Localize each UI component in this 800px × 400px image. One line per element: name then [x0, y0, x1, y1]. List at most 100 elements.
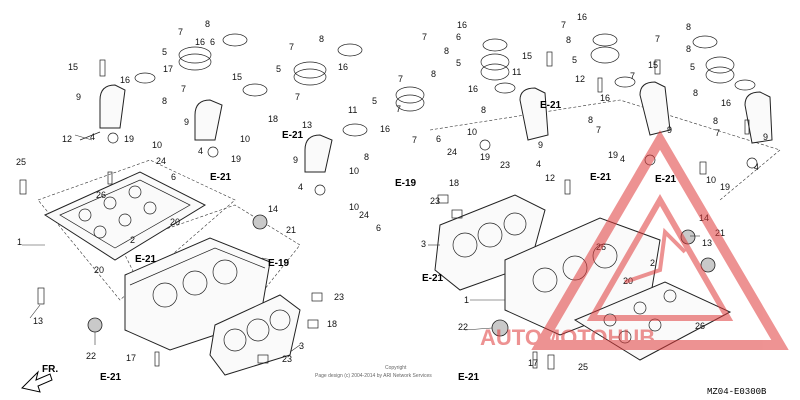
svg-text:16: 16	[600, 93, 610, 103]
svg-text:16: 16	[721, 98, 731, 108]
svg-text:8: 8	[431, 69, 436, 79]
svg-text:8: 8	[205, 19, 210, 29]
svg-text:22: 22	[458, 322, 468, 332]
svg-text:23: 23	[500, 160, 510, 170]
svg-text:1: 1	[17, 237, 22, 247]
svg-text:23: 23	[282, 354, 292, 364]
svg-text:10: 10	[240, 134, 250, 144]
svg-text:12: 12	[545, 173, 555, 183]
svg-text:8: 8	[481, 105, 486, 115]
svg-text:12: 12	[575, 74, 585, 84]
svg-text:5: 5	[690, 62, 695, 72]
svg-text:10: 10	[706, 175, 716, 185]
svg-text:8: 8	[319, 34, 324, 44]
copyright-line: Page design (c) 2004-2014 by ARI Network…	[315, 373, 432, 379]
ref-e21-d[interactable]: E-21	[100, 372, 122, 383]
svg-text:9: 9	[538, 140, 543, 150]
svg-text:6: 6	[436, 134, 441, 144]
svg-text:16: 16	[120, 75, 130, 85]
front-label: FR.	[42, 364, 58, 375]
ref-e21-h[interactable]: E-21	[422, 273, 444, 284]
svg-text:20: 20	[170, 217, 180, 227]
svg-text:24: 24	[447, 147, 457, 157]
svg-text:9: 9	[763, 132, 768, 142]
svg-text:26: 26	[695, 321, 705, 331]
svg-text:17: 17	[126, 353, 136, 363]
svg-text:17: 17	[163, 64, 173, 74]
svg-text:20: 20	[94, 265, 104, 275]
svg-text:9: 9	[667, 125, 672, 135]
svg-text:24: 24	[156, 156, 166, 166]
svg-text:23: 23	[430, 196, 440, 206]
svg-text:9: 9	[184, 117, 189, 127]
svg-text:13: 13	[302, 120, 312, 130]
ref-e21-f[interactable]: E-21	[590, 172, 612, 183]
svg-text:5: 5	[372, 96, 377, 106]
svg-text:15: 15	[232, 72, 242, 82]
svg-text:15: 15	[68, 62, 78, 72]
ref-e19-b[interactable]: E-19	[395, 178, 417, 189]
svg-text:10: 10	[467, 127, 477, 137]
svg-text:22: 22	[86, 351, 96, 361]
svg-text:5: 5	[276, 64, 281, 74]
svg-text:7: 7	[422, 32, 427, 42]
svg-text:8: 8	[364, 152, 369, 162]
svg-text:7: 7	[655, 34, 660, 44]
svg-text:11: 11	[348, 105, 357, 115]
ref-e21-c[interactable]: E-21	[135, 254, 157, 265]
svg-text:7: 7	[715, 128, 720, 138]
svg-text:8: 8	[686, 44, 691, 54]
section-references: E-21 E-21 E-21 E-19 E-21 E-21 E-19 E-21 …	[100, 100, 677, 383]
leader-lines	[22, 134, 700, 353]
svg-text:7: 7	[596, 125, 601, 135]
svg-text:16: 16	[468, 84, 478, 94]
svg-text:24: 24	[359, 210, 369, 220]
svg-text:4: 4	[298, 182, 303, 192]
front-arrow: FR.	[21, 364, 58, 393]
svg-text:7: 7	[295, 92, 300, 102]
svg-text:3: 3	[421, 239, 426, 249]
svg-text:25: 25	[578, 362, 588, 372]
svg-text:15: 15	[648, 60, 658, 70]
ref-e21-i[interactable]: E-21	[458, 372, 480, 383]
ref-e19-a[interactable]: E-19	[268, 258, 290, 269]
svg-text:16: 16	[577, 12, 587, 22]
svg-text:11: 11	[512, 67, 521, 77]
svg-text:9: 9	[76, 92, 81, 102]
diagram-code: MZ04-E0300B	[707, 387, 767, 397]
svg-text:6: 6	[210, 37, 215, 47]
svg-text:4: 4	[754, 162, 759, 172]
svg-text:8: 8	[566, 35, 571, 45]
svg-text:2: 2	[650, 258, 655, 268]
svg-text:26: 26	[96, 190, 106, 200]
svg-text:4: 4	[198, 146, 203, 156]
svg-text:7: 7	[630, 71, 635, 81]
watermark-text: AUTOMOTOHUB	[480, 325, 655, 350]
ref-e21-a[interactable]: E-21	[282, 130, 304, 141]
ref-e21-g[interactable]: E-21	[655, 174, 677, 185]
svg-text:23: 23	[334, 292, 344, 302]
svg-text:19: 19	[124, 134, 134, 144]
svg-text:4: 4	[536, 159, 541, 169]
svg-text:19: 19	[608, 150, 618, 160]
svg-text:7: 7	[412, 135, 417, 145]
svg-text:1: 1	[464, 295, 469, 305]
svg-text:16: 16	[380, 124, 390, 134]
copyright-footer: Copyright Page design (c) 2004-2014 by A…	[315, 365, 432, 379]
svg-text:4: 4	[620, 154, 625, 164]
svg-text:16: 16	[338, 62, 348, 72]
svg-text:7: 7	[178, 27, 183, 37]
ref-e21-b[interactable]: E-21	[210, 172, 232, 183]
svg-text:19: 19	[480, 152, 490, 162]
svg-text:8: 8	[444, 46, 449, 56]
svg-text:7: 7	[289, 42, 294, 52]
svg-text:8: 8	[693, 88, 698, 98]
svg-text:18: 18	[268, 114, 278, 124]
svg-text:13: 13	[702, 238, 712, 248]
ref-e21-e[interactable]: E-21	[540, 100, 562, 111]
svg-text:6: 6	[376, 223, 381, 233]
svg-text:6: 6	[171, 172, 176, 182]
left-head-assembly	[19, 33, 368, 376]
svg-text:12: 12	[62, 134, 72, 144]
